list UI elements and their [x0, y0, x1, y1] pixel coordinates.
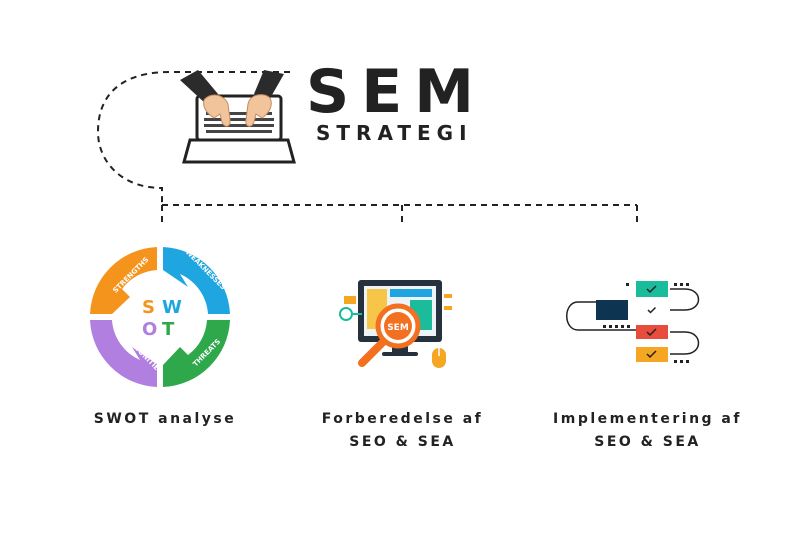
impl-caption-line1: Implementering af: [553, 411, 742, 427]
page-title: SEM: [306, 57, 486, 127]
swot-caption-text: SWOT analyse: [93, 411, 237, 427]
swot-letter-w: W: [162, 297, 182, 318]
swot-wheel-icon: STRENGTHS WEAKNESSES THREATS OPPORTUNITI…: [90, 247, 230, 387]
prep-caption-line2: SEO & SEA: [349, 434, 456, 450]
swot-letter-s: S: [142, 297, 155, 318]
swot-letter-o: O: [142, 319, 157, 340]
prep-caption: Forberedelse af SEO & SEA: [300, 408, 505, 454]
swot-segment-opportunities: [90, 320, 157, 387]
loop-connector: [96, 71, 290, 205]
swot-segment-threats: [163, 320, 230, 387]
seo-magnifier-badge: SEM: [387, 323, 409, 333]
impl-caption-line2: SEO & SEA: [594, 434, 701, 450]
implementation-checklist-icon: [566, 281, 700, 363]
impl-caption: Implementering af SEO & SEA: [535, 408, 760, 454]
laptop-hands-icon: [180, 70, 296, 164]
swot-segment-strengths: [90, 247, 157, 314]
dashed-connectors: [96, 71, 638, 226]
prep-caption-line1: Forberedelse af: [321, 411, 484, 427]
swot-segment-weaknesses: [163, 247, 230, 314]
swot-letter-t: T: [162, 319, 175, 340]
swot-caption: SWOT analyse: [80, 408, 250, 431]
seo-monitor-search-icon: SEM: [339, 280, 452, 368]
branch-connector: [161, 204, 638, 226]
page-subtitle: STRATEGI: [316, 121, 473, 145]
